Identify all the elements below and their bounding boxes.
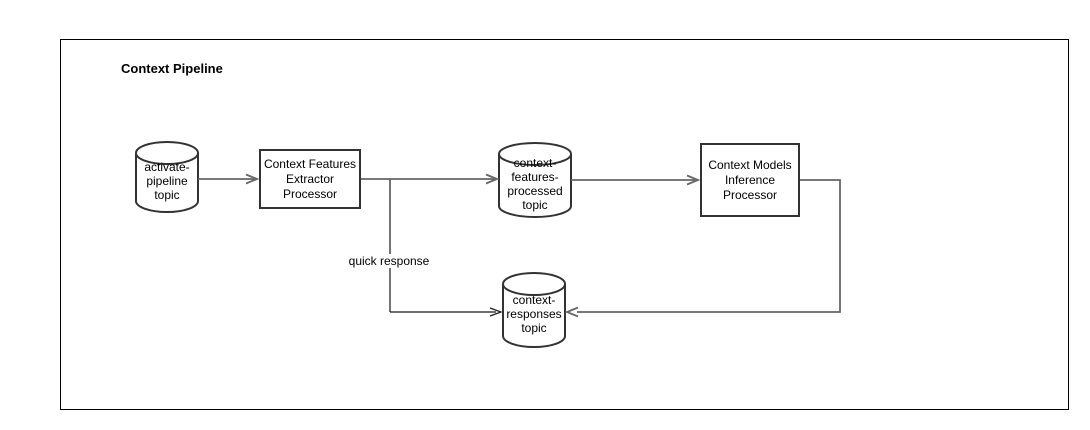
diagram-frame (60, 39, 1069, 410)
node-context-responses-topic: context- responses topic (503, 273, 565, 347)
node-label-line: Inference (724, 172, 776, 187)
node-activate-pipeline-topic: activate- pipeline topic (136, 142, 198, 212)
node-label-line: Extractor (285, 171, 334, 186)
node-label-line: processed (507, 184, 563, 198)
diagram-title: Context Pipeline (121, 61, 223, 76)
node-label-line: topic (522, 198, 548, 212)
node-label-line: Context Models (708, 157, 792, 172)
edge-label-quick-response: quick response (345, 254, 433, 268)
node-context-features-processed-topic: context- features- processed topic (499, 143, 571, 217)
node-label-line: responses (506, 307, 562, 321)
node-label-line: Context Features (263, 156, 357, 171)
node-label-line: topic (154, 188, 180, 202)
node-label-line: context- (512, 293, 556, 307)
node-context-models-inference-processor: Context Models Inference Processor (700, 143, 800, 217)
node-label-line: activate- (144, 160, 190, 174)
node-label-line: topic (521, 321, 547, 335)
node-label-line: pipeline (146, 174, 188, 188)
node-label-line: Processor (722, 187, 778, 202)
node-context-features-extractor-processor: Context Features Extractor Processor (259, 149, 361, 209)
node-label-line: context- (513, 156, 557, 170)
node-label-line: features- (511, 170, 559, 184)
node-label-line: Processor (282, 186, 338, 201)
